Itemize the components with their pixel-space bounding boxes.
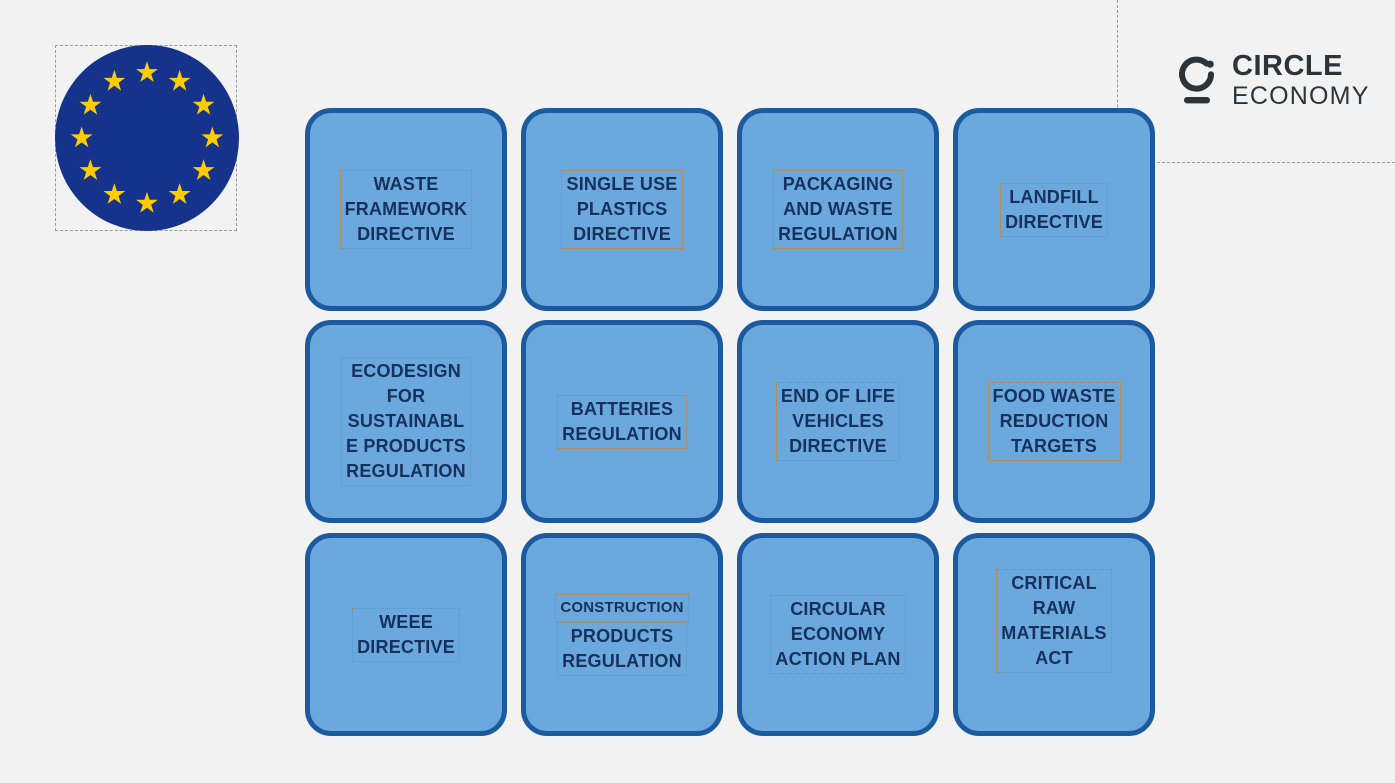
circle-economy-mark-icon	[1176, 55, 1218, 107]
logo-line-economy: ECONOMY	[1232, 82, 1370, 110]
dotted-guide-horizontal	[1117, 162, 1395, 163]
circle-economy-wordmark: CIRCLE ECONOMY	[1232, 52, 1370, 109]
logo-line-circle: CIRCLE	[1232, 50, 1343, 82]
card-label-line: CONSTRUCTION	[555, 593, 689, 622]
european-union-flag	[55, 45, 239, 231]
dotted-guide-vertical	[1117, 0, 1118, 162]
circle-economy-logo: CIRCLE ECONOMY	[1176, 52, 1370, 109]
